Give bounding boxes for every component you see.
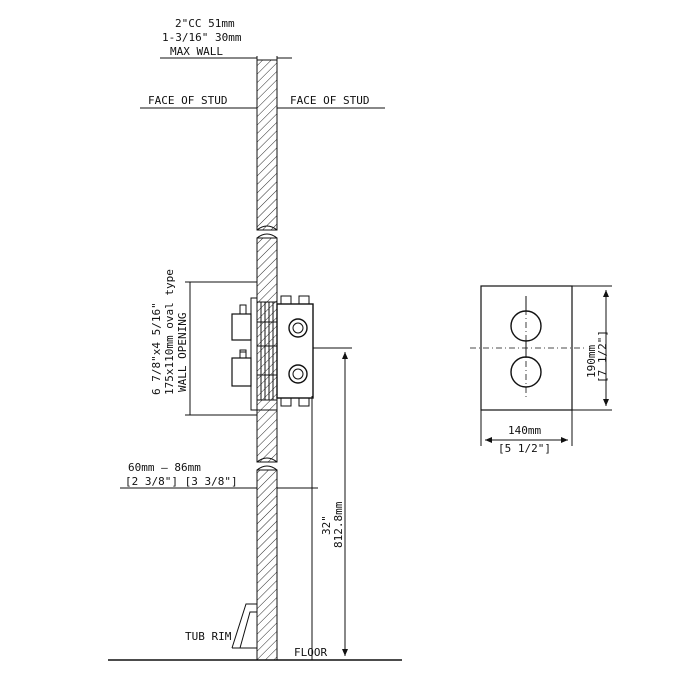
range-in-label: [2 3/8"] [3 3/8"] bbox=[125, 475, 238, 488]
floor-label: FLOOR bbox=[294, 646, 327, 659]
plate-height-mm-label: 190mm bbox=[585, 345, 598, 378]
opening-label-3: WALL OPENING bbox=[176, 313, 189, 392]
wall-opening-dimension bbox=[185, 281, 257, 416]
valve-body-side bbox=[231, 295, 314, 411]
wall-middle bbox=[256, 237, 278, 411]
tub-rim-label: TUB RIM bbox=[185, 630, 232, 643]
cc-label: 2"CC 51mm bbox=[175, 17, 235, 30]
face-of-stud-left-label: FACE OF STUD bbox=[148, 94, 227, 107]
opening-label-1: 6 7/8"x4 5/16" bbox=[150, 302, 163, 395]
trim-plate-front-view bbox=[470, 285, 612, 446]
depth-label: 1-3/16" 30mm bbox=[162, 31, 242, 44]
height-in-label: 32" bbox=[320, 515, 333, 535]
handle-lower bbox=[231, 357, 252, 387]
plate-width-in-label: [5 1/2"] bbox=[498, 442, 551, 455]
wall-break-2 bbox=[256, 233, 278, 239]
wall-section bbox=[256, 59, 278, 661]
face-of-stud-right-label: FACE OF STUD bbox=[290, 94, 369, 107]
valve-housing bbox=[276, 303, 314, 399]
opening-label-2: 175x110mm oval type bbox=[163, 269, 176, 395]
plate-width-mm-label: 140mm bbox=[508, 424, 541, 437]
wall-lower bbox=[256, 409, 278, 463]
height-dimension bbox=[311, 347, 352, 660]
height-mm-label: 812.8mm bbox=[332, 501, 345, 548]
wall-upper bbox=[256, 59, 278, 231]
plate-height-in-label: [7 1/2"] bbox=[596, 330, 609, 383]
wall-break-4 bbox=[256, 465, 278, 471]
wall-bottom bbox=[256, 469, 278, 661]
tub-rim-shape bbox=[231, 603, 257, 649]
max-wall-dimension bbox=[160, 56, 292, 66]
wall-break-1 bbox=[256, 225, 278, 231]
wall-break-3 bbox=[256, 457, 278, 463]
max-wall-label: MAX WALL bbox=[170, 45, 223, 58]
trim-plate bbox=[250, 297, 258, 411]
handle-upper bbox=[231, 313, 252, 341]
range-mm-label: 60mm — 86mm bbox=[128, 461, 201, 474]
